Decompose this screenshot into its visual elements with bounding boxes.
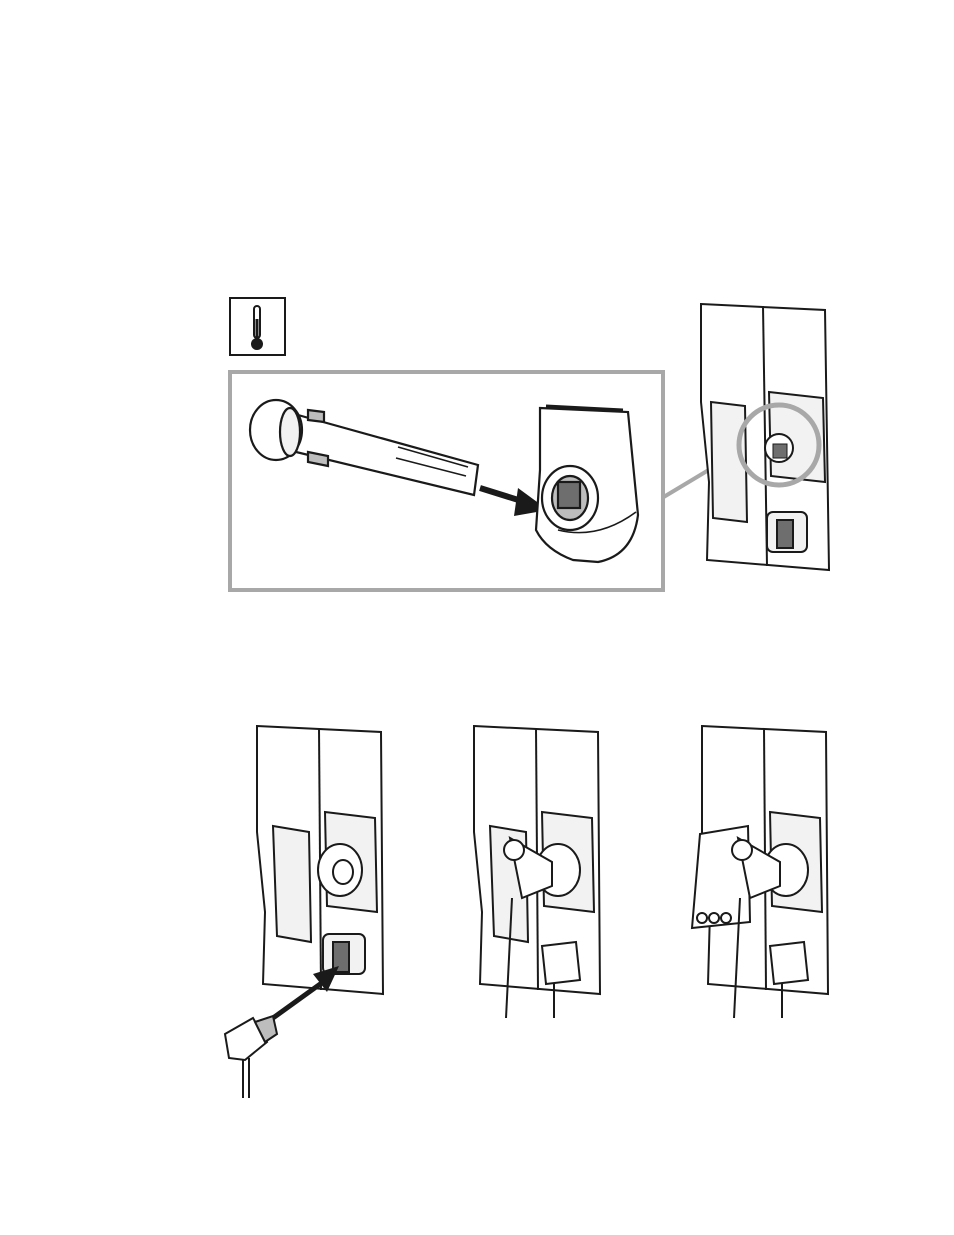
monitor-side-panel-overview [697,302,832,572]
step-3-illustration [690,722,835,1022]
step-2-connect-probe-cable [470,722,610,1022]
power-plug [225,1016,277,1098]
thermometer-icon [229,297,287,357]
step-3-attach-probe-holder [690,722,835,1022]
probe-insertion-illustration [228,370,668,595]
step-1-illustration [215,722,390,1102]
probe-insertion-detail [228,370,668,595]
probe-holder [536,406,638,562]
step-2-illustration [470,722,610,1022]
temperature-indicator [229,297,287,357]
step-1-connect-power-plug [215,722,390,1102]
side-panel-illustration [697,302,832,572]
